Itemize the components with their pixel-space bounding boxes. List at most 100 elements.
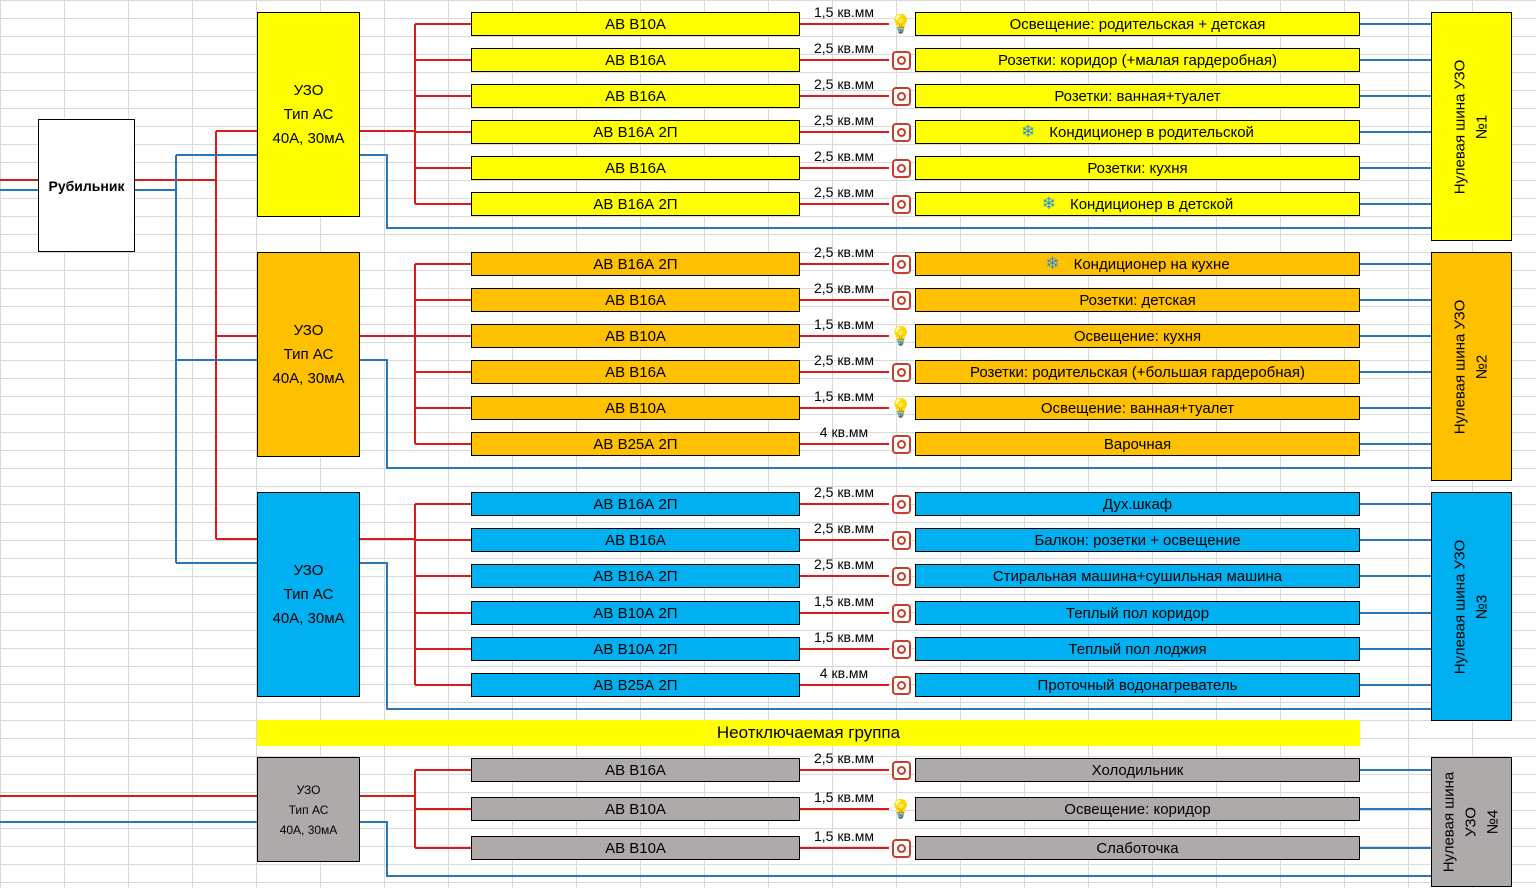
socket-icon bbox=[890, 602, 912, 624]
cable-section-label: 2,5 кв.мм bbox=[813, 352, 875, 368]
breaker: АВ В16А bbox=[471, 758, 800, 782]
load: Проточный водонагреватель bbox=[915, 673, 1360, 697]
uzo-label-line: Тип АС bbox=[283, 585, 334, 603]
uzo-label-line: 40А, 30мА bbox=[279, 822, 338, 837]
load: Освещение: коридор bbox=[915, 797, 1360, 821]
snowflake-icon: ❄ bbox=[1045, 255, 1059, 273]
load: Дух.шкаф bbox=[915, 492, 1360, 516]
socket-icon-shape bbox=[891, 290, 911, 310]
snowflake-icon-glyph: ❄ bbox=[1021, 122, 1036, 141]
breaker-label: АВ В10А bbox=[605, 15, 666, 33]
socket-icon bbox=[890, 759, 912, 781]
load: Розетки: детская bbox=[915, 288, 1360, 312]
breaker-label: АВ В16А 2П bbox=[593, 567, 678, 585]
load: Стиральная машина+сушильная машина bbox=[915, 564, 1360, 588]
snowflake-icon-glyph: ❄ bbox=[1045, 254, 1060, 273]
load: ❄ Кондиционер на кухне bbox=[915, 252, 1360, 276]
neutral-bus-label-line: Нулевая шина УЗО bbox=[1451, 539, 1469, 674]
load: Теплый пол коридор bbox=[915, 601, 1360, 625]
bulb-icon-glyph: 💡 bbox=[889, 326, 913, 346]
load-label: Розетки: коридор (+малая гардеробная) bbox=[997, 51, 1277, 69]
breaker: АВ В10А 2П bbox=[471, 601, 800, 625]
socket-icon bbox=[890, 837, 912, 859]
socket-icon-shape bbox=[891, 254, 911, 274]
breaker: АВ В10А 2П bbox=[471, 637, 800, 661]
breaker-label: АВ В16А bbox=[605, 87, 666, 105]
neutral-bus-label-line: Нулевая шина УЗО bbox=[1451, 59, 1469, 194]
socket-icon bbox=[890, 193, 912, 215]
bulb-icon: 💡 bbox=[890, 798, 912, 820]
socket-icon-shape bbox=[891, 760, 911, 780]
cable-section-label: 1,5 кв.мм bbox=[813, 593, 875, 609]
breaker-label: АВ В16А bbox=[605, 291, 666, 309]
load-label: Розетки: родительская (+большая гардероб… bbox=[969, 363, 1306, 381]
breaker-label: АВ В16А 2П bbox=[593, 195, 678, 213]
uzo-label-line: 40А, 30мА bbox=[272, 609, 345, 627]
load: Розетки: ванная+туалет bbox=[915, 84, 1360, 108]
load-label: Стиральная машина+сушильная машина bbox=[992, 567, 1283, 585]
breaker-label: АВ В16А bbox=[605, 51, 666, 69]
socket-icon bbox=[890, 289, 912, 311]
load-label: Кондиционер в детской bbox=[1069, 195, 1234, 213]
breaker: АВ В10А bbox=[471, 324, 800, 348]
load-label: Кондиционер на кухне bbox=[1073, 255, 1230, 273]
socket-icon bbox=[890, 253, 912, 275]
unswitched-group-label: Неотключаемая группа bbox=[716, 723, 901, 742]
socket-icon-shape bbox=[891, 494, 911, 514]
breaker-label: АВ В16А bbox=[605, 363, 666, 381]
cable-section-label: 2,5 кв.мм bbox=[813, 40, 875, 56]
breaker-label: АВ В16А 2П bbox=[593, 255, 678, 273]
snowflake-icon: ❄ bbox=[1021, 123, 1035, 141]
neutral-wire bbox=[360, 821, 1431, 877]
cable-section-label: 1,5 кв.мм bbox=[813, 388, 875, 404]
load: Слаботочка bbox=[915, 836, 1360, 860]
load: Розетки: кухня bbox=[915, 156, 1360, 180]
snowflake-icon-glyph: ❄ bbox=[1041, 194, 1056, 213]
cable-section-label: 2,5 кв.мм bbox=[813, 484, 875, 500]
cable-section-label: 1,5 кв.мм bbox=[813, 316, 875, 332]
load-label: Кондиционер в родительской bbox=[1049, 123, 1254, 141]
breaker-label: АВ В25А 2П bbox=[593, 676, 678, 694]
socket-icon bbox=[890, 157, 912, 179]
neutral-wire bbox=[360, 154, 1431, 229]
breaker: АВ В16А 2П bbox=[471, 192, 800, 216]
socket-icon-shape bbox=[891, 122, 911, 142]
neutral-bus-label-line: Нулевая шина bbox=[1440, 771, 1458, 873]
load: ❄ Кондиционер в детской bbox=[915, 192, 1360, 216]
load-label: Теплый пол лоджия bbox=[1068, 640, 1207, 658]
socket-icon bbox=[890, 433, 912, 455]
socket-icon bbox=[890, 121, 912, 143]
cable-section-label: 2,5 кв.мм bbox=[813, 76, 875, 92]
socket-icon bbox=[890, 638, 912, 660]
uzo-label-line: Тип АС bbox=[283, 105, 334, 123]
socket-icon-shape bbox=[891, 362, 911, 382]
cable-section-label: 2,5 кв.мм bbox=[813, 184, 875, 200]
breaker: АВ В16А bbox=[471, 360, 800, 384]
cable-section-label: 1,5 кв.мм bbox=[813, 789, 875, 805]
socket-icon bbox=[890, 674, 912, 696]
socket-icon-shape bbox=[891, 434, 911, 454]
neutral-bus-label-line: №2 bbox=[1473, 354, 1491, 379]
breaker: АВ В10А bbox=[471, 12, 800, 36]
load: ❄ Кондиционер в родительской bbox=[915, 120, 1360, 144]
load-label: Освещение: кухня bbox=[1073, 327, 1202, 345]
load: Освещение: ванная+туалет bbox=[915, 396, 1360, 420]
socket-icon bbox=[890, 529, 912, 551]
breaker: АВ В16А 2П bbox=[471, 120, 800, 144]
socket-icon bbox=[890, 565, 912, 587]
breaker: АВ В16А 2П bbox=[471, 492, 800, 516]
breaker-label: АВ В10А bbox=[605, 399, 666, 417]
uzo-label-line: УЗО bbox=[293, 321, 324, 339]
load-label: Розетки: кухня bbox=[1087, 159, 1188, 177]
uzo-label-line: УЗО bbox=[296, 782, 321, 797]
socket-icon-shape bbox=[891, 530, 911, 550]
